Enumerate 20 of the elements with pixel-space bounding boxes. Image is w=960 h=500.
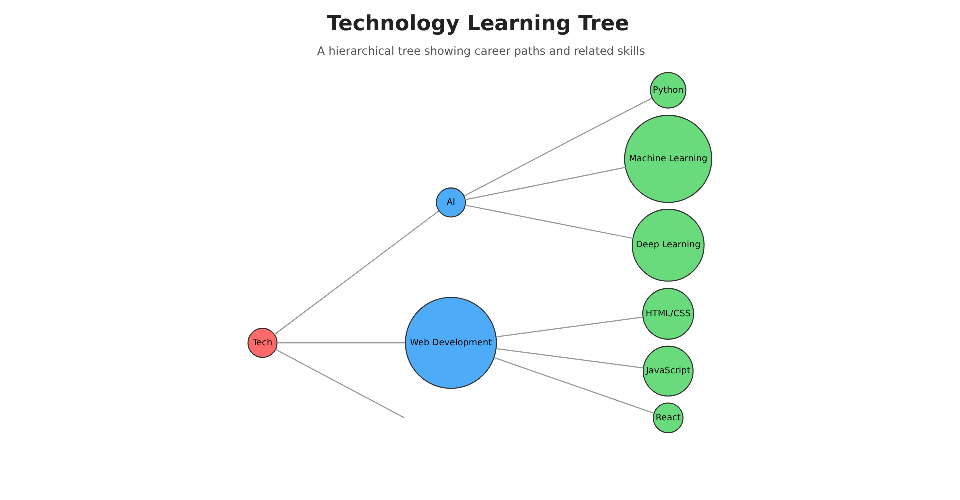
node-circle: React [653, 402, 684, 434]
node-circle: Web Development [405, 297, 498, 390]
node-circle: HTML/CSS [642, 288, 694, 340]
node-circle: JavaScript [642, 346, 694, 397]
connector [496, 348, 644, 369]
connector [276, 349, 405, 418]
connector [494, 357, 654, 414]
connector [465, 204, 634, 240]
node-circle: AI [436, 188, 466, 218]
connector [464, 98, 652, 197]
connector [277, 342, 406, 344]
node-circle: Python [650, 72, 687, 109]
connector [465, 167, 626, 201]
connector [274, 210, 440, 336]
connector [496, 316, 644, 338]
node-circle: Tech [248, 328, 278, 358]
node-circle: Machine Learning [624, 115, 712, 204]
node-circle: Deep Learning [632, 209, 705, 282]
diagram-title: Technology Learning Tree [327, 11, 630, 36]
caption: A hierarchical tree showing career paths and related skills [317, 44, 646, 58]
